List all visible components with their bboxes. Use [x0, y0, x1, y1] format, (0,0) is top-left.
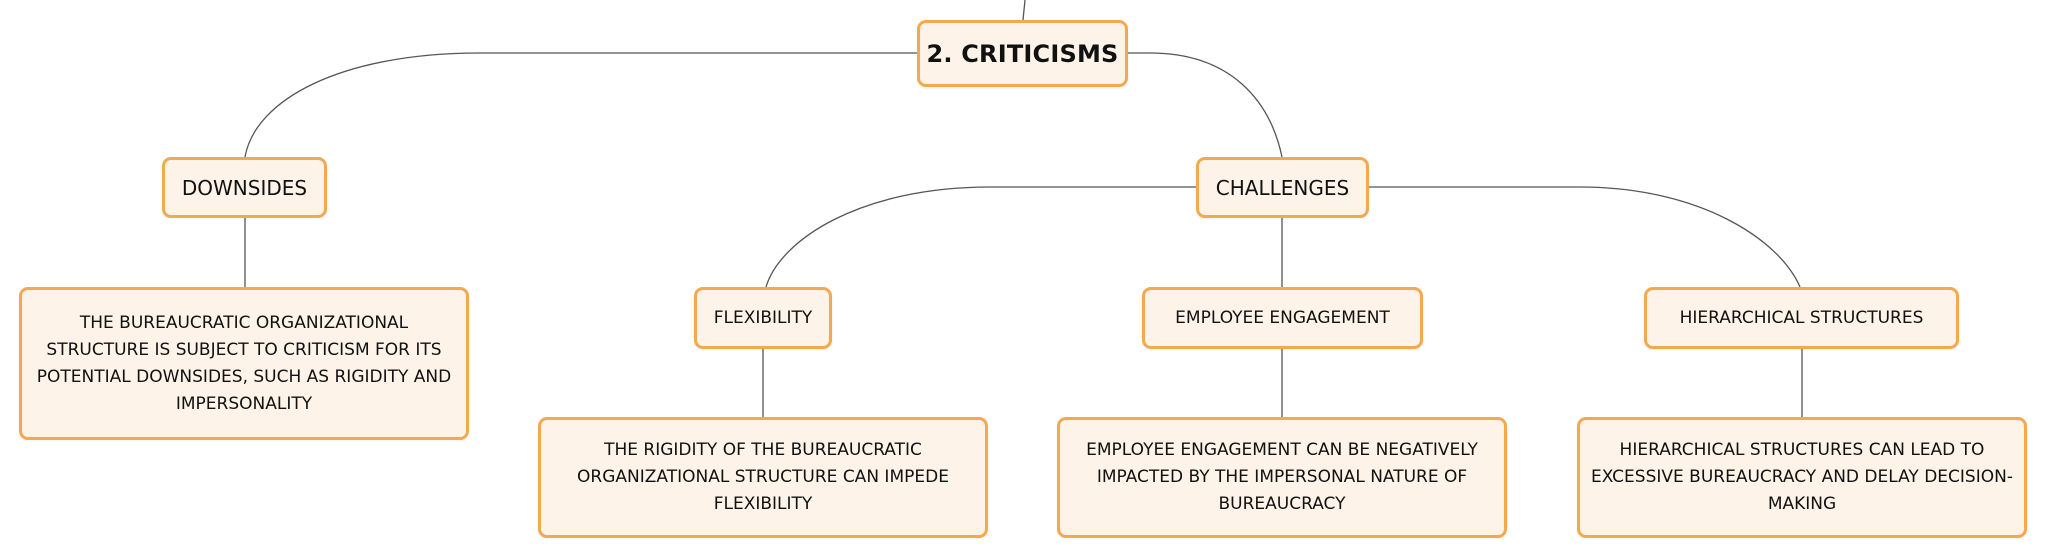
connector-root-to-downsides: [244, 52, 917, 158]
downsides-detail-text: THE BUREAUCRATIC ORGANIZATIONAL STRUCTUR…: [36, 312, 452, 414]
flexibility-detail-text: THE RIGIDITY OF THE BUREAUCRATIC ORGANIZ…: [577, 440, 949, 514]
root-topic-label: 2. CRITICISMS: [926, 39, 1119, 68]
challenges-label: CHALLENGES: [1215, 175, 1350, 200]
downsides-node[interactable]: DOWNSIDES: [162, 157, 327, 218]
employee-engagement-node[interactable]: EMPLOYEE ENGAGEMENT: [1142, 287, 1423, 349]
challenges-node[interactable]: CHALLENGES: [1196, 157, 1369, 218]
connector-challenges-to-hierarchy: [1369, 186, 1801, 288]
employee-engagement-detail-text: EMPLOYEE ENGAGEMENT CAN BE NEGATIVELY IM…: [1086, 440, 1478, 514]
root-topic-node[interactable]: 2. CRITICISMS: [917, 20, 1128, 87]
flexibility-label: FLEXIBILITY: [713, 308, 813, 328]
downsides-label: DOWNSIDES: [181, 175, 308, 200]
hierarchical-structures-detail-text: HIERARCHICAL STRUCTURES CAN LEAD TO EXCE…: [1591, 440, 2013, 514]
flexibility-detail-node[interactable]: THE RIGIDITY OF THE BUREAUCRATIC ORGANIZ…: [538, 417, 988, 538]
hierarchical-structures-node[interactable]: HIERARCHICAL STRUCTURES: [1644, 287, 1959, 349]
connector-root-to-challenges: [1128, 52, 1283, 158]
hierarchical-structures-detail-node[interactable]: HIERARCHICAL STRUCTURES CAN LEAD TO EXCE…: [1577, 417, 2027, 538]
flexibility-node[interactable]: FLEXIBILITY: [694, 287, 832, 349]
hierarchical-structures-label: HIERARCHICAL STRUCTURES: [1679, 308, 1924, 328]
employee-engagement-detail-node[interactable]: EMPLOYEE ENGAGEMENT CAN BE NEGATIVELY IM…: [1057, 417, 1507, 538]
connector-parent-to-root: [1022, 0, 1026, 21]
employee-engagement-label: EMPLOYEE ENGAGEMENT: [1175, 308, 1390, 328]
connector-challenges-to-flexibility: [765, 186, 1196, 288]
downsides-detail-node[interactable]: THE BUREAUCRATIC ORGANIZATIONAL STRUCTUR…: [19, 287, 469, 440]
